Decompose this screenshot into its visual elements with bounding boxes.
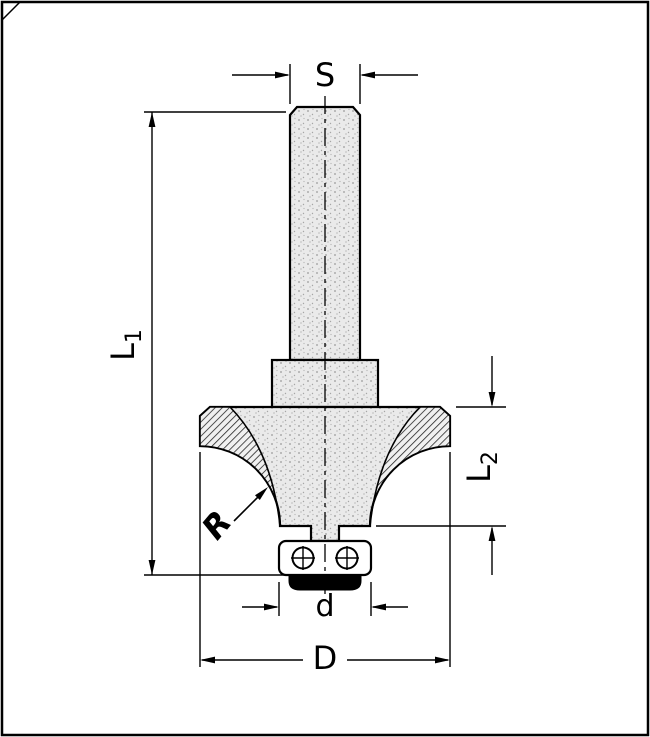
label-total-length: L1 xyxy=(104,329,147,361)
radius-callout: R xyxy=(194,487,268,547)
label-shank-diameter: S xyxy=(315,56,335,94)
label-bearing-diameter: d xyxy=(315,589,334,624)
arrowhead xyxy=(148,560,156,575)
label-cutting-diameter: D xyxy=(313,639,338,677)
radius-leader-line xyxy=(233,494,261,522)
label-radius: R xyxy=(194,503,239,546)
dimension-total-length: L1 xyxy=(104,111,286,576)
arrowhead xyxy=(255,487,268,500)
label-cutting-length: L2 xyxy=(460,451,503,483)
arrowhead xyxy=(371,603,386,611)
label-cutting-length-sub: 2 xyxy=(478,451,503,465)
arrowhead xyxy=(488,392,496,407)
frame-corner-mark xyxy=(1,1,21,21)
dimension-bearing-diameter: d xyxy=(242,582,408,624)
arrowhead xyxy=(148,112,156,127)
label-cutting-length-base: L xyxy=(460,465,498,483)
arrowhead xyxy=(435,656,450,664)
dimension-shank-diameter: S xyxy=(232,56,418,104)
arrowhead xyxy=(264,603,279,611)
guide-bearing xyxy=(277,539,373,591)
arrowhead xyxy=(200,656,215,664)
arrowhead xyxy=(488,526,496,541)
label-total-length-base: L xyxy=(104,343,142,361)
dimension-cutting-diameter: D xyxy=(199,452,451,677)
dimension-cutting-length: L2 xyxy=(376,356,506,575)
arrowhead xyxy=(275,71,290,79)
cutting-edge-left xyxy=(199,406,281,527)
arrowhead xyxy=(360,71,375,79)
cutting-edge-right xyxy=(369,406,451,527)
label-total-length-sub: 1 xyxy=(122,329,147,343)
